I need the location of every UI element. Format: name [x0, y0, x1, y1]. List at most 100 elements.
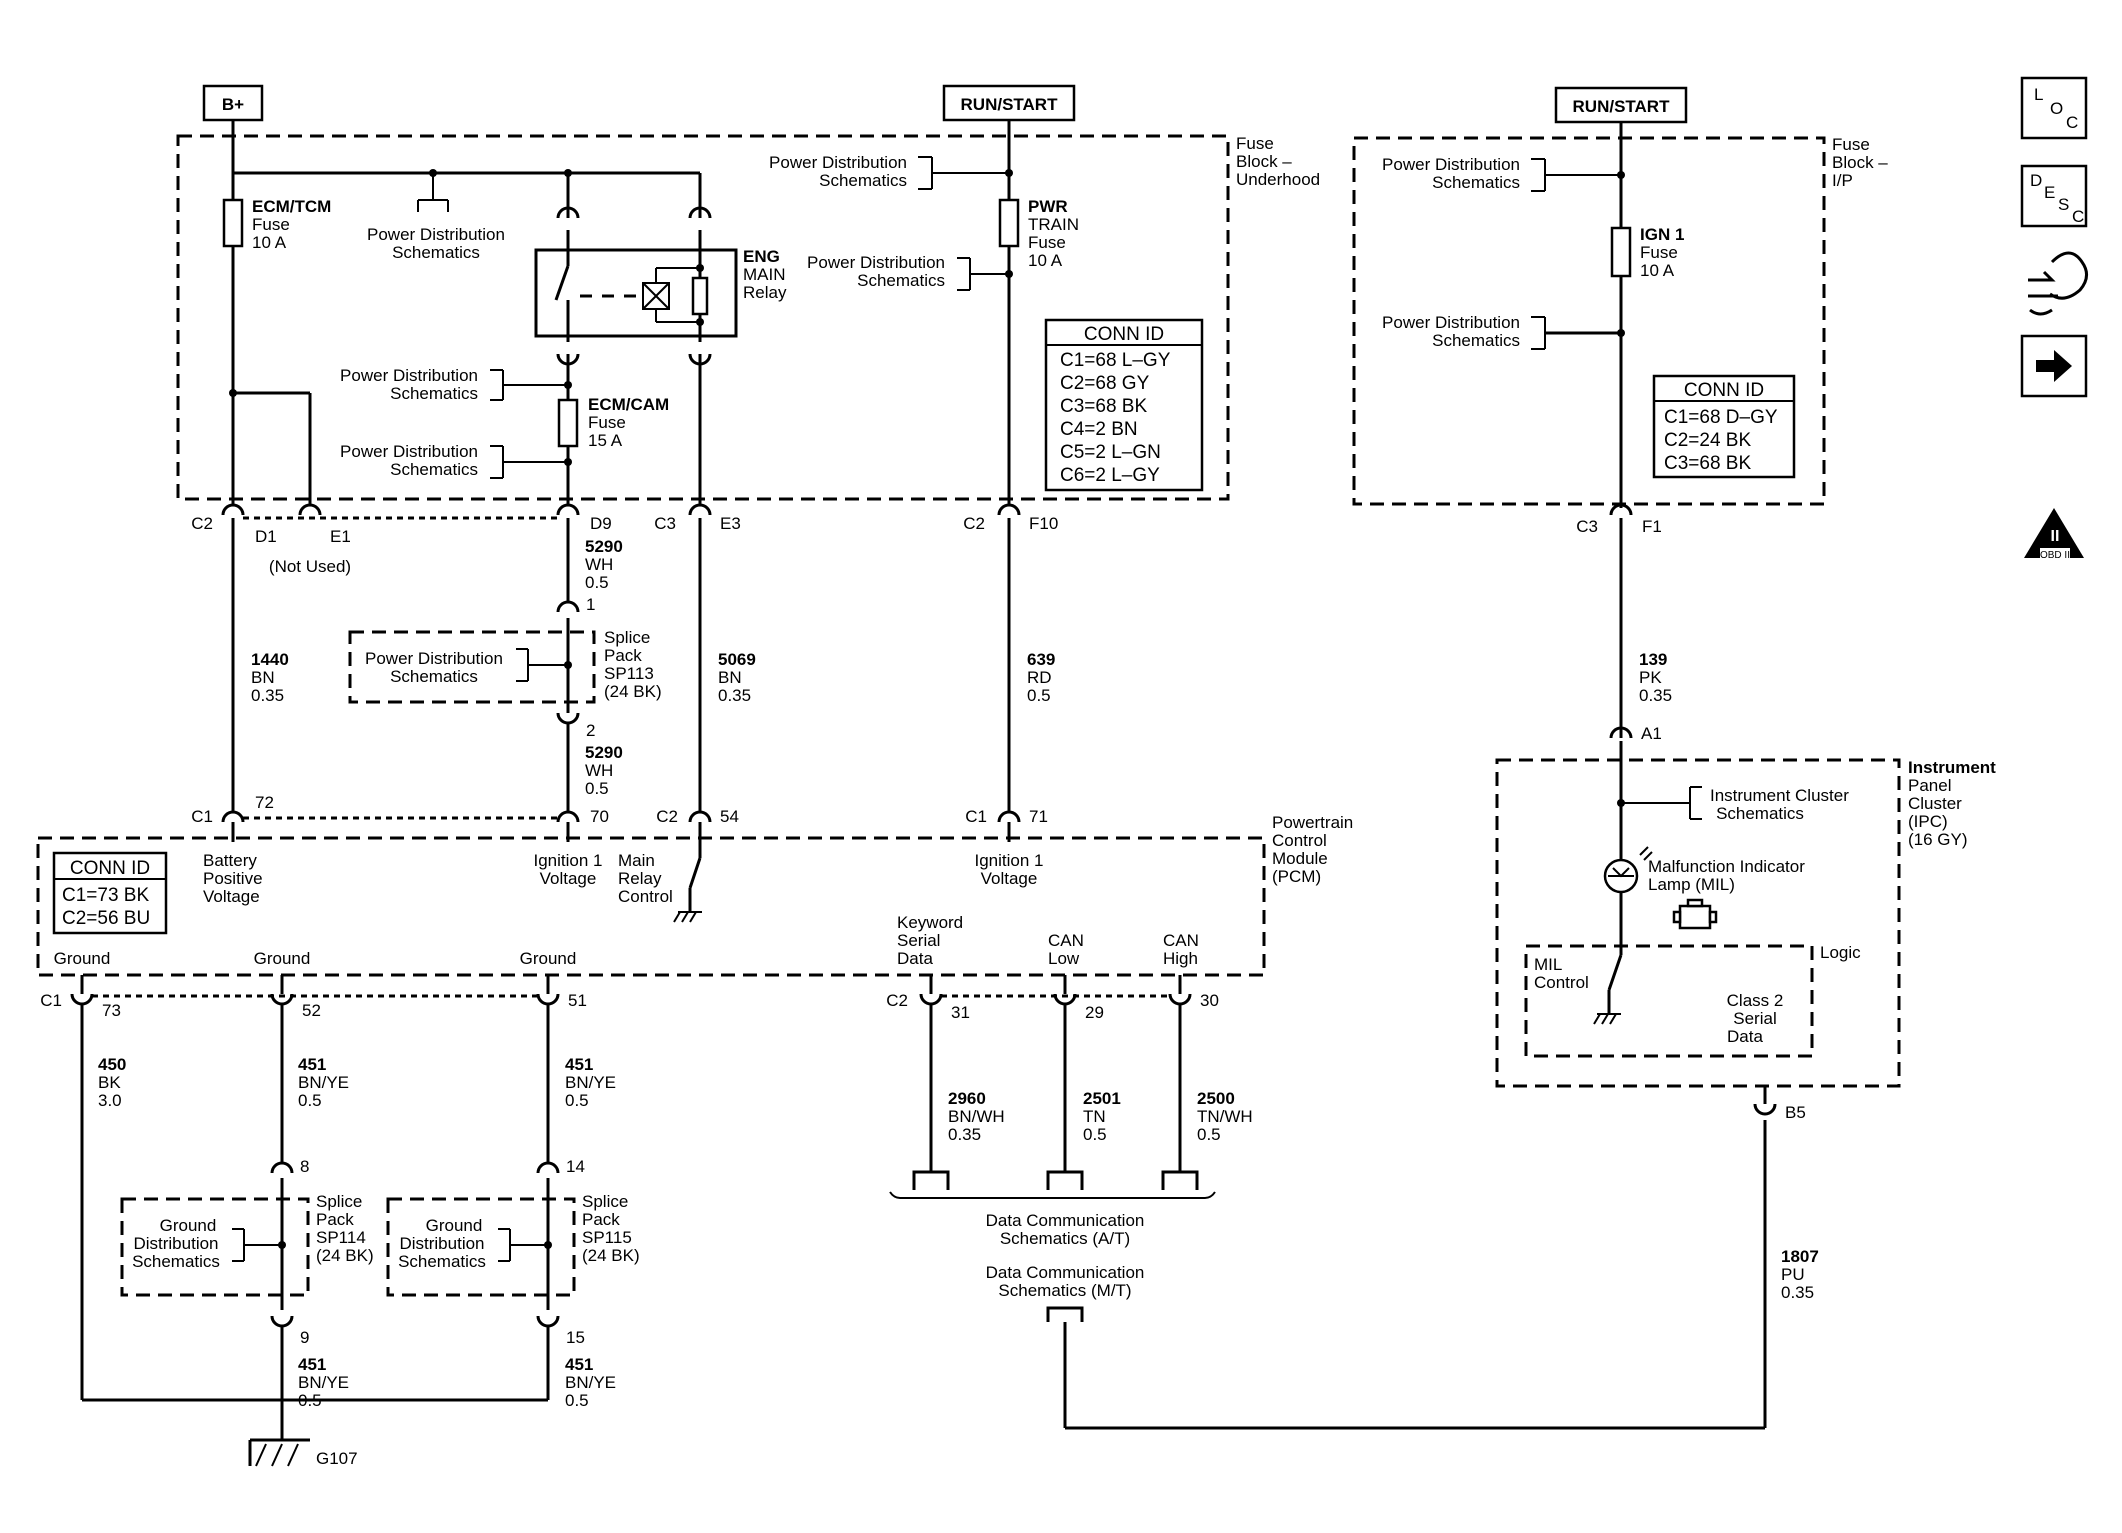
sp114-label-4: (24 BK) — [316, 1246, 374, 1265]
pcm-pin-51: 51 — [568, 991, 587, 1010]
ip-conn-id: CONN ID C1=68 D–GY C2=24 BK C3=68 BK — [1652, 374, 1796, 479]
sp115-label-3: SP115 — [582, 1228, 632, 1247]
pcm-bottom-conn-c2: C2 — [886, 991, 908, 1010]
wire-5290b-color: WH — [585, 761, 613, 780]
wire-1440-num: 1440 — [251, 650, 289, 669]
loc-icon[interactable]: L O C — [2020, 76, 2088, 140]
pcm-label-can-low: CAN — [1048, 931, 1084, 950]
sp115-label-2: Pack — [582, 1210, 620, 1229]
pds-label-ecmcam-bottom-2: Schematics — [390, 460, 478, 479]
wire-450-color: BK — [98, 1073, 121, 1092]
runstart-label-ipc: RUN/START — [1554, 86, 1688, 124]
pin-e1: E1 — [330, 527, 351, 546]
wire-450-num: 450 — [98, 1055, 126, 1074]
runstart-label-pcm: RUN/START — [942, 84, 1076, 122]
pwr-train-fuse-label-3: Fuse — [1028, 233, 1066, 252]
ip-conn-id-row: C1=68 D–GY — [1664, 407, 1778, 428]
connector-tools-icon[interactable] — [2028, 251, 2088, 316]
pin-d1: D1 — [255, 527, 277, 546]
svg-text:RUN/START: RUN/START — [961, 95, 1059, 114]
sp115-label-4: (24 BK) — [582, 1246, 640, 1265]
wire-451a-size: 0.5 — [298, 1091, 322, 1110]
underhood-title-3: Underhood — [1236, 170, 1320, 189]
sp114-pin-8: 8 — [300, 1157, 309, 1176]
engine-icon — [1672, 898, 1718, 930]
pwr-train-fuse-label: PWR — [1028, 197, 1068, 216]
sp114-pin-9: 9 — [300, 1328, 309, 1347]
wire-639-size: 0.5 — [1027, 686, 1051, 705]
ign1-fuse-label-2: Fuse — [1640, 243, 1678, 262]
sp115-gds-label: Ground — [426, 1216, 483, 1235]
ecm-cam-fuse-label-3: 15 A — [588, 431, 623, 450]
pcm-bottom-conn-c1: C1 — [40, 991, 62, 1010]
ip-block-title-2: Block – — [1832, 153, 1888, 172]
desc-icon[interactable]: D E S C — [2020, 164, 2088, 228]
pcm-label-keyword-2: Serial — [897, 931, 940, 950]
mil-label-2: Lamp (MIL) — [1648, 875, 1735, 894]
pcm-title-3: Module — [1272, 849, 1328, 868]
ecm-tcm-fuse-label-3: 10 A — [252, 233, 287, 252]
ipc-title-3: Cluster — [1908, 794, 1962, 813]
pds-label-ecmcam-top: Power Distribution — [340, 366, 478, 385]
pcm-conn-id-row: C2=56 BU — [62, 908, 150, 929]
desc-icon-letter: C — [2072, 207, 2084, 226]
pcm-pin-30: 30 — [1200, 991, 1219, 1010]
bplus-label: B+ — [202, 84, 264, 122]
ign1-fuse-label: IGN 1 — [1640, 225, 1684, 244]
wire-5069-size: 0.35 — [718, 686, 751, 705]
pcm-bottom-connectors — [70, 975, 1192, 1006]
wire-451c-color: BN/YE — [298, 1373, 349, 1392]
sp114-label: Splice — [316, 1192, 362, 1211]
pcm-conn-id-title: CONN ID — [70, 858, 150, 879]
pcm-label-main-relay-2: Relay — [618, 869, 662, 888]
pcm-label-ign1b-2: Voltage — [981, 869, 1038, 888]
wire-639-num: 639 — [1027, 650, 1055, 669]
sp114-label-3: SP114 — [316, 1228, 366, 1247]
wire-2501-num: 2501 — [1083, 1089, 1121, 1108]
wire-2500-num: 2500 — [1197, 1089, 1235, 1108]
data-comm-bus — [889, 1170, 1216, 1199]
ip-conn-id-row: C3=68 BK — [1664, 453, 1751, 474]
wire-639-color: RD — [1027, 668, 1052, 687]
conn-c2-f10: C2 — [963, 514, 985, 533]
wire-2960-num: 2960 — [948, 1089, 986, 1108]
class2-label-2: Serial — [1733, 1009, 1776, 1028]
sp115-gds-label-2: Distribution — [399, 1234, 484, 1253]
next-arrow-icon[interactable] — [2020, 334, 2088, 398]
underhood-title-1: Fuse — [1236, 134, 1274, 153]
wire-451d-num: 451 — [565, 1355, 593, 1374]
sp113-pin-1: 1 — [586, 595, 595, 614]
sp114-gds-label-2: Distribution — [133, 1234, 218, 1253]
wire-5290-num: 5290 — [585, 537, 623, 556]
desc-icon-letter: D — [2030, 171, 2042, 190]
mil-control-label: MIL — [1534, 955, 1562, 974]
wire-139-color: PK — [1639, 668, 1662, 687]
desc-icon-letter: S — [2058, 195, 2069, 214]
underhood-title-2: Block – — [1236, 152, 1292, 171]
sp113-pds-label: Power Distribution — [365, 649, 503, 668]
wire-1440-size: 0.35 — [251, 686, 284, 705]
sp114-label-2: Pack — [316, 1210, 354, 1229]
pcm-label-ign1b: Ignition 1 — [975, 851, 1044, 870]
splice-pack-sp114 — [120, 1197, 310, 1297]
eng-main-relay-label-2: MAIN — [743, 265, 786, 284]
pcm-label-battery: Battery — [203, 851, 257, 870]
svg-text:B+: B+ — [222, 95, 244, 114]
pcm-label-keyword: Keyword — [897, 913, 963, 932]
underhood-conn-id-row: C4=2 BN — [1060, 419, 1138, 440]
ip-conn-id-row: C2=24 BK — [1664, 430, 1751, 451]
pcm-label-battery-3: Voltage — [203, 887, 260, 906]
dcs-at-label-2: Schematics (A/T) — [1000, 1229, 1130, 1248]
sp113-label-3: SP113 — [604, 664, 654, 683]
pin-e3: E3 — [720, 514, 741, 533]
pcm-pin-73: 73 — [102, 1001, 121, 1020]
pds-label-pwrtrain-top: Power Distribution — [769, 153, 907, 172]
pcm-pin-52: 52 — [302, 1001, 321, 1020]
wire-450-size: 3.0 — [98, 1091, 122, 1110]
wire-5290b-size: 0.5 — [585, 779, 609, 798]
pcm-label-ground-3: Ground — [520, 949, 577, 968]
pds-label-ip-top-2: Schematics — [1432, 173, 1520, 192]
pcm-pin-54: 54 — [720, 807, 739, 826]
wire-2500-color: TN/WH — [1197, 1107, 1253, 1126]
wire-451a-num: 451 — [298, 1055, 326, 1074]
